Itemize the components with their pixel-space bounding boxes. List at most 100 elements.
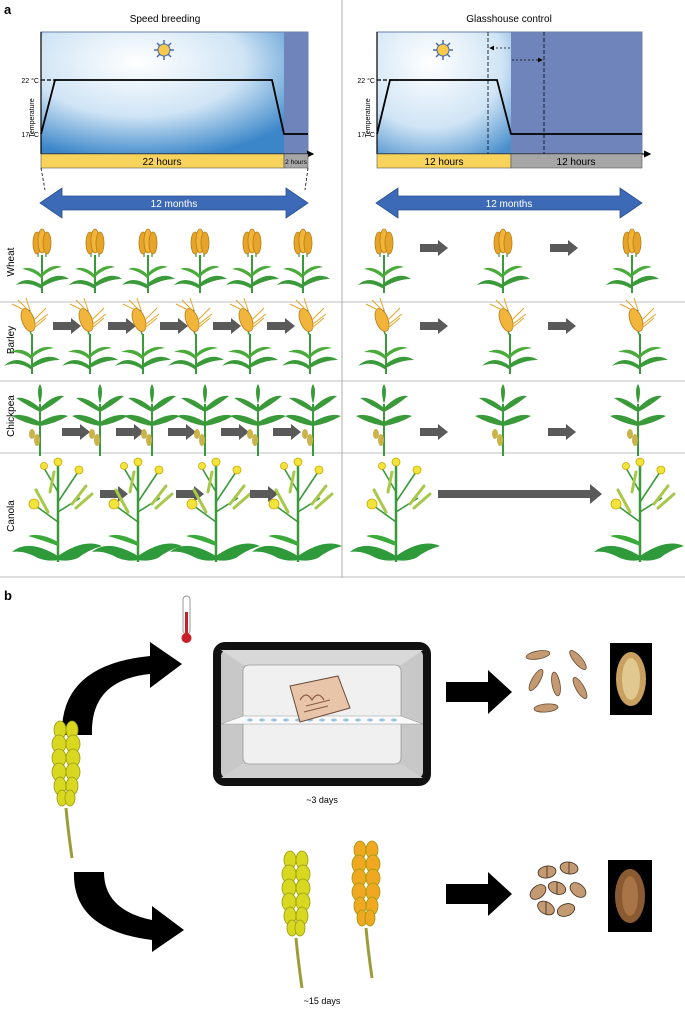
wheat-plant bbox=[68, 228, 123, 294]
curved-arrow-down bbox=[73, 872, 184, 952]
glasshouse-control-chart: Glasshouse control 22 °C 17 °C Temperatu… bbox=[357, 14, 652, 219]
shrivelled-seeds bbox=[525, 650, 588, 713]
wheat-plant bbox=[357, 228, 412, 294]
barley-plant bbox=[167, 297, 225, 375]
sun-icon bbox=[433, 40, 453, 60]
chickpea-plant bbox=[229, 383, 287, 457]
progress-arrow bbox=[213, 318, 241, 334]
thermometer-icon bbox=[181, 595, 192, 643]
dark-hours-bar bbox=[510, 153, 643, 169]
chickpea-row bbox=[11, 383, 667, 457]
result-arrow-bottom bbox=[446, 872, 512, 916]
wheat-spike-ripe bbox=[350, 839, 382, 980]
temp-low-label: 17 °C bbox=[357, 131, 375, 139]
dark-period-area bbox=[284, 32, 308, 154]
long-progress-arrow bbox=[438, 484, 602, 504]
dark-hours-label: 2 hours bbox=[285, 159, 307, 166]
barley-plant bbox=[481, 297, 539, 375]
barley-plant bbox=[611, 297, 669, 375]
barley-plant bbox=[114, 297, 172, 375]
barley-row bbox=[3, 297, 669, 375]
temp-high-label: 22 °C bbox=[21, 77, 39, 85]
progress-arrow bbox=[62, 424, 90, 440]
dark-hours-label: 12 hours bbox=[557, 157, 596, 168]
canola-plant bbox=[348, 456, 442, 564]
wheat-spike-green bbox=[280, 849, 312, 990]
progress-arrow bbox=[420, 424, 448, 440]
progress-arrow bbox=[548, 424, 576, 440]
chickpea-plant bbox=[355, 383, 413, 457]
progress-arrow bbox=[168, 424, 196, 440]
panel-a-label: a bbox=[4, 2, 12, 17]
progress-arrow bbox=[160, 318, 188, 334]
temp-axis-label: Temperature bbox=[29, 98, 36, 137]
crop-label-wheat: Wheat bbox=[6, 247, 17, 276]
wheat-plant bbox=[173, 228, 228, 294]
dark-period-area bbox=[511, 32, 642, 154]
chickpea-plant bbox=[284, 383, 342, 457]
barley-plant bbox=[221, 297, 279, 375]
wheat-plant bbox=[476, 228, 531, 294]
glasshouse-title: Glasshouse control bbox=[466, 14, 552, 25]
curved-arrow-up bbox=[61, 642, 182, 735]
temperature-curve bbox=[40, 79, 308, 135]
chickpea-plant bbox=[609, 383, 667, 457]
chickpea-plant bbox=[474, 383, 532, 457]
progress-arrow bbox=[548, 318, 576, 334]
progress-arrow bbox=[116, 424, 144, 440]
light-hours-label: 12 hours bbox=[425, 157, 464, 168]
chickpea-plant bbox=[123, 383, 181, 457]
canola-plant bbox=[168, 456, 262, 564]
speed-breeding-title: Speed breeding bbox=[130, 14, 201, 25]
temp-high-label: 22 °C bbox=[357, 77, 375, 85]
duration-arrow bbox=[375, 187, 643, 219]
canola-plant bbox=[90, 456, 184, 564]
wheat-plant bbox=[121, 228, 176, 294]
progress-arrow bbox=[221, 424, 249, 440]
duration-arrow bbox=[39, 187, 309, 219]
wheat-plant bbox=[276, 228, 331, 294]
progress-arrow bbox=[420, 240, 448, 256]
progress-arrow bbox=[420, 318, 448, 334]
field-time-label: ~15 days bbox=[304, 996, 341, 1006]
panel-b-label: b bbox=[4, 588, 12, 603]
chickpea-plant bbox=[176, 383, 234, 457]
crop-label-canola: Canola bbox=[6, 500, 17, 532]
duration-label: 12 months bbox=[151, 199, 198, 210]
seed-photo-bottom bbox=[608, 860, 652, 932]
temperature-curve bbox=[376, 79, 642, 135]
barley-plant bbox=[357, 297, 415, 375]
wheat-row bbox=[15, 228, 660, 294]
barley-plant bbox=[281, 297, 339, 375]
wheat-plant bbox=[15, 228, 70, 294]
crop-label-chickpea: Chickpea bbox=[6, 395, 17, 437]
canola-row bbox=[10, 456, 685, 564]
plump-seeds bbox=[529, 861, 587, 917]
chickpea-plant bbox=[71, 383, 129, 457]
chickpea-plant bbox=[11, 383, 69, 457]
canola-plant bbox=[10, 456, 104, 564]
progress-arrow bbox=[273, 424, 301, 440]
paper-bag-icon bbox=[289, 675, 351, 723]
wheat-plant bbox=[225, 228, 280, 294]
dark-hours-bar bbox=[283, 153, 309, 169]
result-arrow-top bbox=[446, 670, 512, 714]
duration-label: 12 months bbox=[486, 199, 533, 210]
sun-icon bbox=[154, 40, 174, 60]
wheat-plant bbox=[605, 228, 660, 294]
speed-breeding-chart: Speed breeding 22 °C 17 °C Temperature 2… bbox=[21, 14, 315, 219]
progress-arrow bbox=[53, 318, 81, 334]
chamber-time-label: ~3 days bbox=[306, 795, 338, 805]
temp-axis-label: Temperature bbox=[365, 98, 372, 137]
progress-arrow bbox=[108, 318, 136, 334]
light-hours-label: 22 hours bbox=[143, 157, 182, 168]
progress-arrow bbox=[267, 318, 295, 334]
canola-plant bbox=[592, 456, 685, 564]
growth-chamber bbox=[213, 642, 431, 786]
crop-label-barley: Barley bbox=[6, 326, 17, 354]
progress-arrow bbox=[550, 240, 578, 256]
temp-low-label: 17 °C bbox=[21, 131, 39, 139]
canola-plant bbox=[250, 456, 344, 564]
barley-plant bbox=[61, 297, 119, 375]
